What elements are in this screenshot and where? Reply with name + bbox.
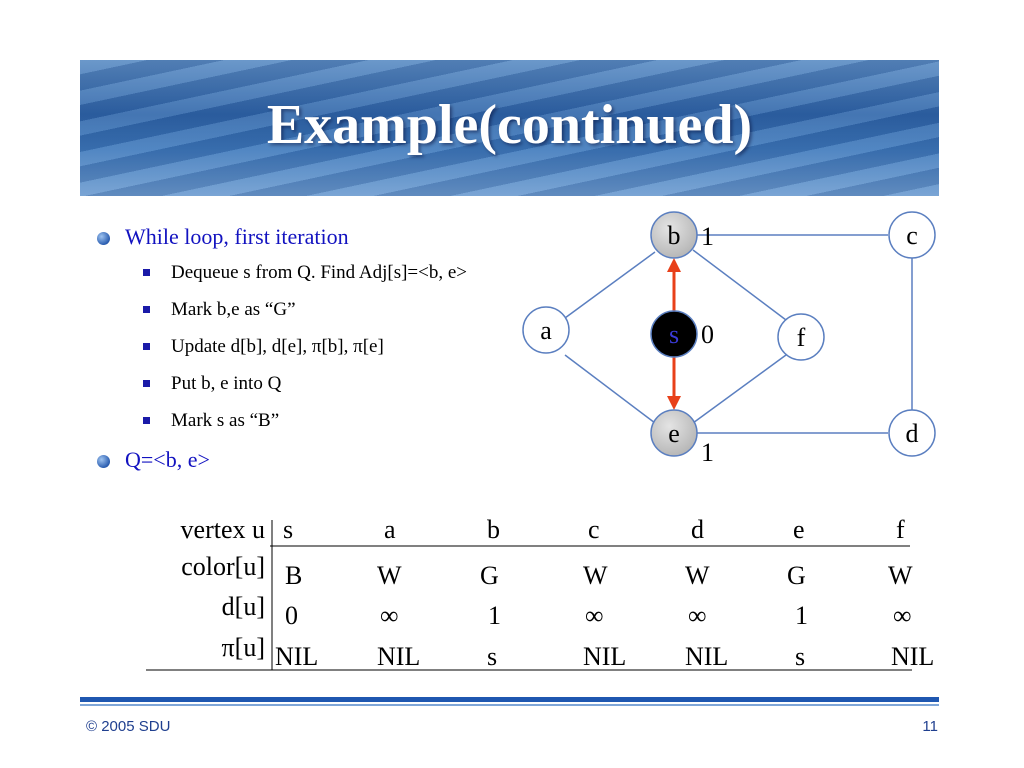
vertex-cell: f (896, 515, 905, 544)
pi-cell: NIL (377, 642, 421, 671)
arrowhead-b-icon (667, 258, 681, 272)
vertex-cell: a (384, 515, 396, 544)
row-label-pi: π[u] (221, 633, 265, 662)
dist-cell: ∞ (380, 601, 399, 630)
footer-rule (80, 697, 939, 702)
square-bullet-icon (143, 306, 150, 313)
dist-cell: ∞ (585, 601, 604, 630)
vertex-cell: e (793, 515, 805, 544)
edge-a-e (564, 354, 656, 424)
dist-b: 1 (701, 222, 714, 251)
dist-cell: ∞ (688, 601, 707, 630)
node-b-label: b (668, 221, 681, 250)
footer-page-number: 11 (922, 718, 938, 735)
dist-cell: ∞ (893, 601, 912, 630)
bullet-queue: Q=<b, e> (95, 445, 595, 475)
pi-cell: NIL (583, 642, 627, 671)
pi-cell: NIL (891, 642, 935, 671)
pi-cell: s (487, 642, 498, 671)
sub-bullet-put: Put b, e into Q (95, 371, 595, 397)
footer-rule-thin (80, 704, 939, 706)
color-row: B W G W W G W (0, 561, 1024, 593)
color-cell: G (787, 561, 806, 590)
title-banner (80, 60, 939, 196)
row-label-dist: d[u] (221, 592, 265, 621)
color-cell: W (377, 561, 402, 590)
pi-cell: s (795, 642, 806, 671)
color-cell: W (888, 561, 913, 590)
sub-bullet-mark-b: Mark s as “B” (95, 408, 595, 434)
row-label-color: color[u] (181, 552, 265, 581)
bullet-list: While loop, first iteration Dequeue s fr… (95, 222, 595, 483)
node-d (888, 409, 936, 457)
node-a (522, 306, 570, 354)
node-a-label: a (540, 316, 552, 345)
square-bullet-icon (143, 343, 150, 350)
dist-s: 0 (701, 320, 714, 349)
vertex-row: s a b c d e f (0, 515, 1024, 547)
vertex-cell: s (283, 515, 294, 544)
row-label-vertex: vertex u (180, 515, 265, 544)
edge-f-e (692, 354, 787, 424)
sub-bullet-mark-g: Mark b,e as “G” (95, 297, 595, 323)
node-d-label: d (906, 419, 919, 448)
color-cell: G (480, 561, 499, 590)
dist-cell: 1 (795, 601, 808, 630)
square-bullet-icon (143, 417, 150, 424)
footer-copyright: © 2005 SDU (86, 718, 171, 735)
node-b (650, 211, 698, 259)
node-e (650, 409, 698, 457)
vertex-cell: c (588, 515, 600, 544)
edge-b-f (692, 249, 787, 321)
node-s (650, 310, 698, 358)
pi-cell: NIL (275, 642, 319, 671)
square-bullet-icon (143, 269, 150, 276)
node-e-label: e (668, 419, 680, 448)
dist-cell: 0 (285, 601, 298, 630)
color-cell: B (285, 561, 303, 590)
vertex-cell: d (691, 515, 704, 544)
bullet-while-loop: While loop, first iteration (95, 222, 595, 252)
node-c (888, 211, 936, 259)
dist-cell: 1 (488, 601, 501, 630)
pi-cell: NIL (685, 642, 729, 671)
node-c-label: c (906, 221, 918, 250)
vertex-cell: b (487, 515, 500, 544)
dist-e: 1 (701, 438, 714, 467)
bullet-dot-icon (97, 455, 110, 468)
arrowhead-e-icon (667, 396, 681, 410)
node-s-label: s (669, 320, 679, 349)
sub-bullet-update: Update d[b], d[e], π[b], π[e] (95, 334, 595, 360)
pi-row: NIL NIL s NIL NIL s NIL (0, 642, 1024, 674)
square-bullet-icon (143, 380, 150, 387)
edge-b-a (564, 251, 656, 319)
color-cell: W (685, 561, 710, 590)
node-f (777, 313, 825, 361)
sub-bullet-dequeue: Dequeue s from Q. Find Adj[s]=<b, e> (95, 260, 595, 286)
node-f-label: f (797, 323, 806, 352)
dist-row: 0 ∞ 1 ∞ ∞ 1 ∞ (0, 601, 1024, 633)
color-cell: W (583, 561, 608, 590)
bullet-dot-icon (97, 232, 110, 245)
slide-title: Example(continued) (266, 94, 753, 156)
